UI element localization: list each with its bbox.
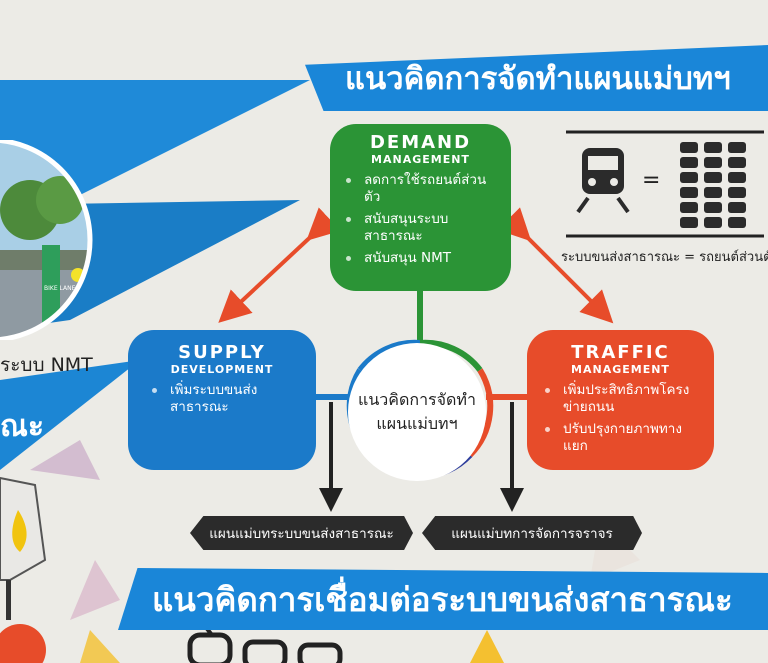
car-icon xyxy=(704,217,722,228)
car-icon xyxy=(704,157,722,168)
equals-sign: = xyxy=(642,168,661,193)
traffic-item: ปรับปรุงกายภาพทางแยก xyxy=(541,421,700,455)
center-line-1: แนวคิดการจัดทำ xyxy=(358,390,476,409)
train-cars-equation xyxy=(566,130,764,238)
output-right-label: แผนแม่บทการจัดการจราจร xyxy=(451,526,613,542)
car-icon xyxy=(680,142,698,153)
bike-lane-sign: BIKE LANE xyxy=(44,285,76,292)
traffic-item: เพิ่มประสิทธิภาพโครงข่ายถนน xyxy=(541,382,700,416)
car-icon xyxy=(728,202,746,213)
car-icon xyxy=(704,187,722,198)
supply-development-box: SUPPLY DEVELOPMENT เพิ่มระบบขนส่งสาธารณะ xyxy=(128,330,316,470)
equation-caption: ระบบขนส่งสาธารณะ = รถยนต์ส่วนตัว xyxy=(561,250,768,265)
car-icon xyxy=(704,202,722,213)
output-traffic-plan: แผนแม่บทการจัดการจราจร xyxy=(422,516,642,550)
top-banner-text: แนวคิดการจัดทำแผนแม่บทฯ xyxy=(345,61,731,97)
arrow-demand-traffic xyxy=(497,207,614,324)
car-icon xyxy=(680,157,698,168)
bottom-banner: แนวคิดการเชื่อมต่อระบบขนส่งสาธารณะ xyxy=(118,568,768,630)
car-icon xyxy=(728,172,746,183)
bottom-banner-text: แนวคิดการเชื่อมต่อระบบขนส่งสาธารณะ xyxy=(152,579,733,619)
demand-subtitle: MANAGEMENT xyxy=(371,153,470,166)
car-icon xyxy=(680,187,698,198)
supply-title: SUPPLY xyxy=(178,342,266,363)
bike-lane-photo: BIKE LANE xyxy=(0,140,93,340)
nmt-caption: ระบบ NMT xyxy=(0,354,93,376)
train-icon xyxy=(576,148,630,214)
arrow-demand-supply xyxy=(218,207,341,323)
output-left-label: แผนแม่บทระบบขนส่งสาธารณะ xyxy=(209,526,394,542)
demand-management-box: DEMAND MANAGEMENT ลดการใช้รถยนต์ส่วนตัว … xyxy=(330,124,511,291)
car-icon xyxy=(728,142,746,153)
car-icons xyxy=(680,142,746,228)
supply-item: เพิ่มระบบขนส่งสาธารณะ xyxy=(148,382,296,416)
output-public-transport-plan: แผนแม่บทระบบขนส่งสาธารณะ xyxy=(190,516,413,550)
car-icon xyxy=(704,142,722,153)
center-concept-circle: แนวคิดการจัดทำ แผนแม่บทฯ xyxy=(348,343,486,481)
car-icon xyxy=(680,202,698,213)
demand-item: สนับสนุนระบบสาธารณะ xyxy=(342,211,499,245)
car-icon xyxy=(728,217,746,228)
car-icon xyxy=(680,217,698,228)
traffic-management-box: TRAFFIC MANAGEMENT เพิ่มประสิทธิภาพโครงข… xyxy=(527,330,714,470)
car-icon xyxy=(728,187,746,198)
car-icon xyxy=(680,172,698,183)
supply-subtitle: DEVELOPMENT xyxy=(170,363,274,376)
demand-title: DEMAND xyxy=(369,132,472,153)
partial-word: ณะ xyxy=(0,409,44,444)
demand-item: ลดการใช้รถยนต์ส่วนตัว xyxy=(342,172,499,206)
center-line-2: แผนแม่บทฯ xyxy=(376,414,458,433)
car-icon xyxy=(704,172,722,183)
traffic-subtitle: MANAGEMENT xyxy=(571,363,670,376)
demand-item: สนับสนุน NMT xyxy=(342,250,499,267)
traffic-title: TRAFFIC xyxy=(571,342,670,363)
car-icon xyxy=(728,157,746,168)
